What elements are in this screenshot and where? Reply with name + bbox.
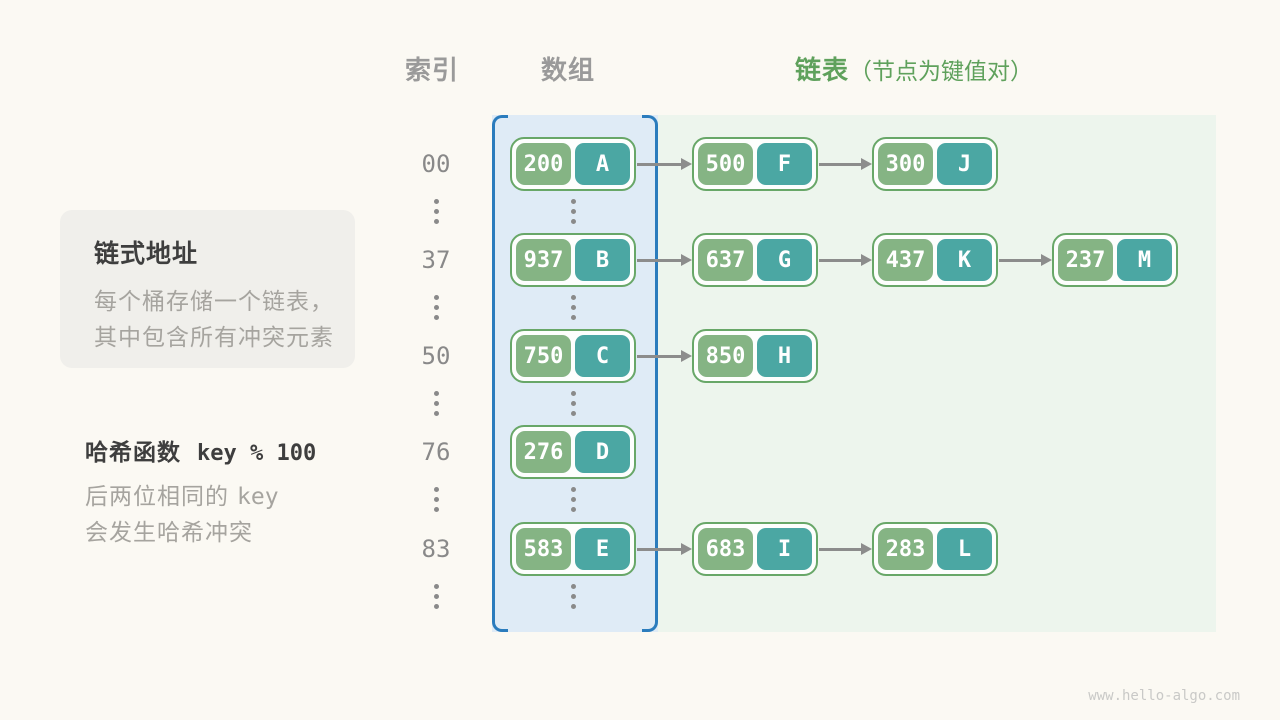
chain-node: 437 K: [872, 233, 998, 287]
bucket-node: 200 A: [510, 137, 636, 191]
key-cell: 583: [516, 528, 571, 570]
arrow: [999, 254, 1052, 266]
value-cell: A: [575, 143, 630, 185]
key-cell: 937: [516, 239, 571, 281]
key-cell: 237: [1058, 239, 1113, 281]
chaining-info-card: 链式地址 每个桶存储一个链表， 其中包含所有冲突元素: [60, 210, 355, 368]
value-cell: J: [937, 143, 992, 185]
hash-function-title: 哈希函数 key % 100: [85, 433, 316, 467]
index-label: 37: [421, 246, 451, 274]
index-column-header: 索引: [404, 55, 459, 85]
index-label: 76: [421, 438, 451, 466]
arrow: [637, 254, 692, 266]
key-cell: 683: [698, 528, 753, 570]
array-column-header: 数组: [540, 55, 595, 85]
arrow: [637, 543, 692, 555]
vertical-ellipsis: [433, 584, 439, 609]
hash-note-line: 后两位相同的 key: [85, 477, 279, 511]
vertical-ellipsis: [433, 295, 439, 320]
vertical-ellipsis: [570, 295, 576, 320]
bucket-node: 937 B: [510, 233, 636, 287]
value-cell: D: [575, 431, 630, 473]
key-cell: 437: [878, 239, 933, 281]
bucket-node: 276 D: [510, 425, 636, 479]
key-cell: 200: [516, 143, 571, 185]
hash-note-text: 后两位相同的: [85, 483, 229, 509]
value-cell: K: [937, 239, 992, 281]
vertical-ellipsis: [570, 199, 576, 224]
list-header-note: （节点为键值对）: [849, 58, 1034, 84]
hash-note-key: key: [237, 484, 279, 510]
key-cell: 283: [878, 528, 933, 570]
hash-note-line: 会发生哈希冲突: [85, 519, 253, 545]
index-label: 50: [421, 342, 451, 370]
arrow: [637, 350, 692, 362]
value-cell: M: [1117, 239, 1172, 281]
key-cell: 500: [698, 143, 753, 185]
chain-node: 237 M: [1052, 233, 1178, 287]
info-card-line: 其中包含所有冲突元素: [94, 324, 334, 350]
chain-node: 500 F: [692, 137, 818, 191]
value-cell: H: [757, 335, 812, 377]
value-cell: E: [575, 528, 630, 570]
hash-function-label: 哈希函数: [85, 439, 181, 465]
arrow: [819, 543, 872, 555]
info-card-title: 链式地址: [94, 240, 199, 268]
index-label: 83: [421, 535, 451, 563]
arrow: [819, 254, 872, 266]
key-cell: 300: [878, 143, 933, 185]
vertical-ellipsis: [433, 199, 439, 224]
list-column-header: 链表（节点为键值对）: [795, 54, 1215, 86]
key-cell: 637: [698, 239, 753, 281]
value-cell: F: [757, 143, 812, 185]
list-header-label: 链表: [795, 55, 850, 85]
watermark: www.hello-algo.com: [1088, 688, 1240, 704]
vertical-ellipsis: [570, 391, 576, 416]
bucket-node: 750 C: [510, 329, 636, 383]
index-label: 00: [421, 150, 451, 178]
vertical-ellipsis: [570, 584, 576, 609]
value-cell: B: [575, 239, 630, 281]
vertical-ellipsis: [570, 487, 576, 512]
arrow: [819, 158, 872, 170]
bucket-node: 583 E: [510, 522, 636, 576]
vertical-ellipsis: [433, 487, 439, 512]
value-cell: L: [937, 528, 992, 570]
chain-node: 850 H: [692, 329, 818, 383]
array-bracket-right: [642, 115, 658, 632]
vertical-ellipsis: [433, 391, 439, 416]
array-bracket-left: [492, 115, 508, 632]
value-cell: G: [757, 239, 812, 281]
key-cell: 850: [698, 335, 753, 377]
chain-node: 283 L: [872, 522, 998, 576]
chain-node: 300 J: [872, 137, 998, 191]
value-cell: C: [575, 335, 630, 377]
value-cell: I: [757, 528, 812, 570]
key-cell: 750: [516, 335, 571, 377]
chain-node: 683 I: [692, 522, 818, 576]
chain-node: 637 G: [692, 233, 818, 287]
info-card-line: 每个桶存储一个链表，: [94, 288, 334, 314]
key-cell: 276: [516, 431, 571, 473]
arrow: [637, 158, 692, 170]
hash-function-formula: key % 100: [197, 441, 317, 466]
